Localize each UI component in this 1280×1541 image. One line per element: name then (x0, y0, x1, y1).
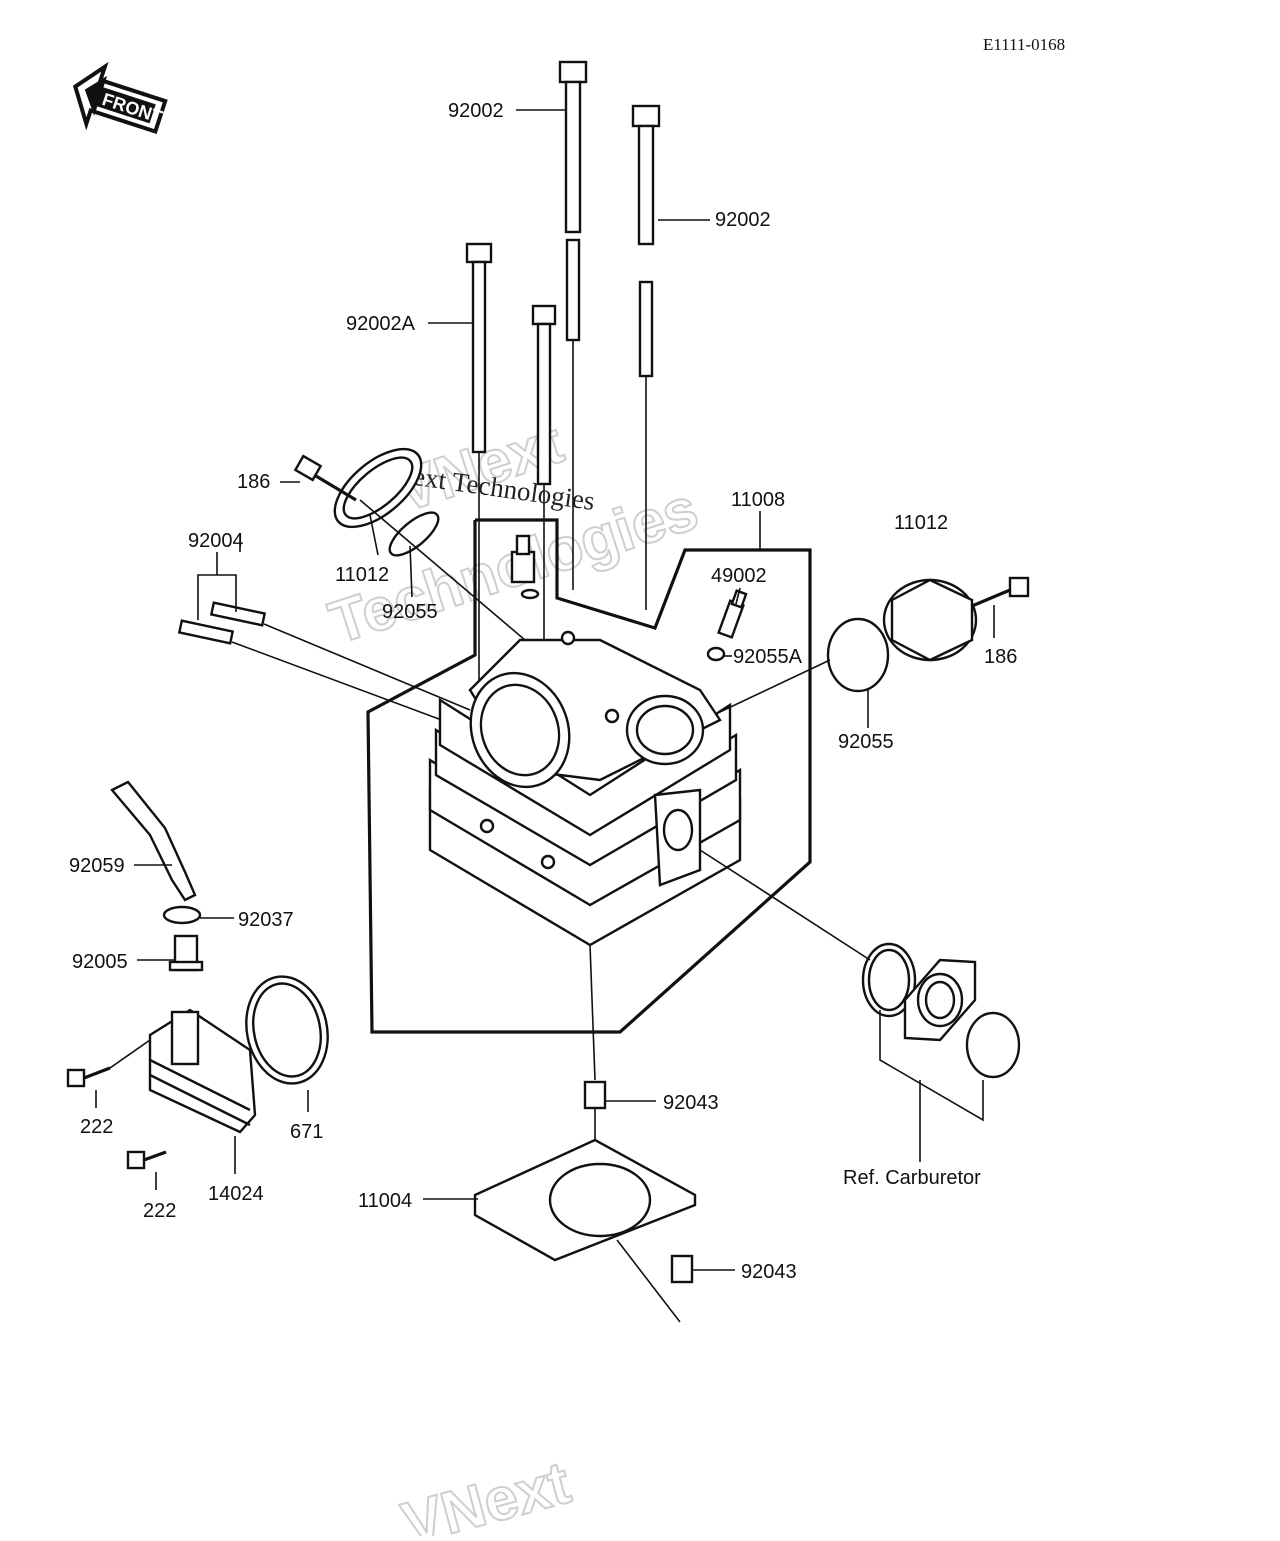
label-92055A: 92055A (733, 646, 803, 668)
bolt-92002-left (558, 60, 588, 590)
label-92043-upper: 92043 (663, 1092, 719, 1114)
valve-49002 (717, 589, 748, 639)
front-arrow-icon: FRONT (72, 61, 168, 135)
clamp-92037 (162, 905, 202, 925)
oring-92055-right (826, 617, 890, 693)
label-222-upper: 222 (80, 1116, 113, 1138)
label-92002-right: 92002 (715, 209, 771, 231)
leader-cap-left (359, 499, 526, 641)
stud-92004 (177, 601, 471, 726)
label-92059: 92059 (69, 855, 125, 877)
oring-92055-left (388, 511, 440, 557)
gasket-11004 (473, 1108, 697, 1262)
label-11012-left: 11012 (335, 564, 389, 586)
dowel-92043-upper (583, 1080, 607, 1110)
cap-11012-left (333, 447, 423, 529)
bolt-92002-right (631, 104, 661, 610)
fitting-center (510, 534, 540, 600)
label-222-lower: 222 (143, 1200, 176, 1222)
label-92002-left: 92002 (448, 100, 504, 122)
label-671: 671 (290, 1121, 323, 1143)
fitting-92005 (168, 934, 204, 972)
label-11004: 11004 (358, 1190, 412, 1212)
screw-222-lower (126, 1150, 167, 1170)
leader-cap-right (719, 659, 831, 713)
label-92037: 92037 (238, 909, 294, 931)
label-92005: 92005 (72, 951, 128, 973)
cover-14024 (148, 1008, 257, 1134)
label-186-right: 186 (984, 646, 1017, 668)
label-92002A: 92002A (346, 313, 416, 335)
document-code: E1111-0168 (983, 35, 1065, 54)
label-92004: 92004 (188, 530, 244, 552)
label-11008: 11008 (731, 489, 785, 511)
callout-leaders (95, 109, 995, 1271)
bolt-186-left (293, 454, 357, 502)
washer-92055A (706, 646, 726, 662)
label-ref-carburetor: Ref. Carburetor (843, 1167, 981, 1189)
bolt-186-right (971, 576, 1030, 608)
oring-671 (245, 975, 329, 1085)
label-92055-right: 92055 (838, 731, 894, 753)
label-49002: 49002 (711, 565, 767, 587)
cap-11012-right (882, 578, 978, 662)
label-11012-right: 11012 (894, 512, 948, 534)
cylinder-head (428, 630, 742, 1081)
callout-labels: 92002 92002 92002A 186 92004 11012 92055… (69, 100, 1017, 1283)
label-92055-left: 92055 (382, 601, 438, 623)
label-92043-lower: 92043 (741, 1261, 797, 1283)
hose-92059 (110, 780, 197, 902)
screw-222-upper (66, 1066, 111, 1088)
label-14024: 14024 (208, 1183, 264, 1205)
carburetor-flange (699, 849, 1021, 1162)
head-assembly-outline (366, 518, 812, 1034)
dowel-92043-lower (616, 1239, 694, 1323)
label-186-left: 186 (237, 471, 270, 493)
watermark-vnext-bottom: VNext (395, 1449, 577, 1536)
